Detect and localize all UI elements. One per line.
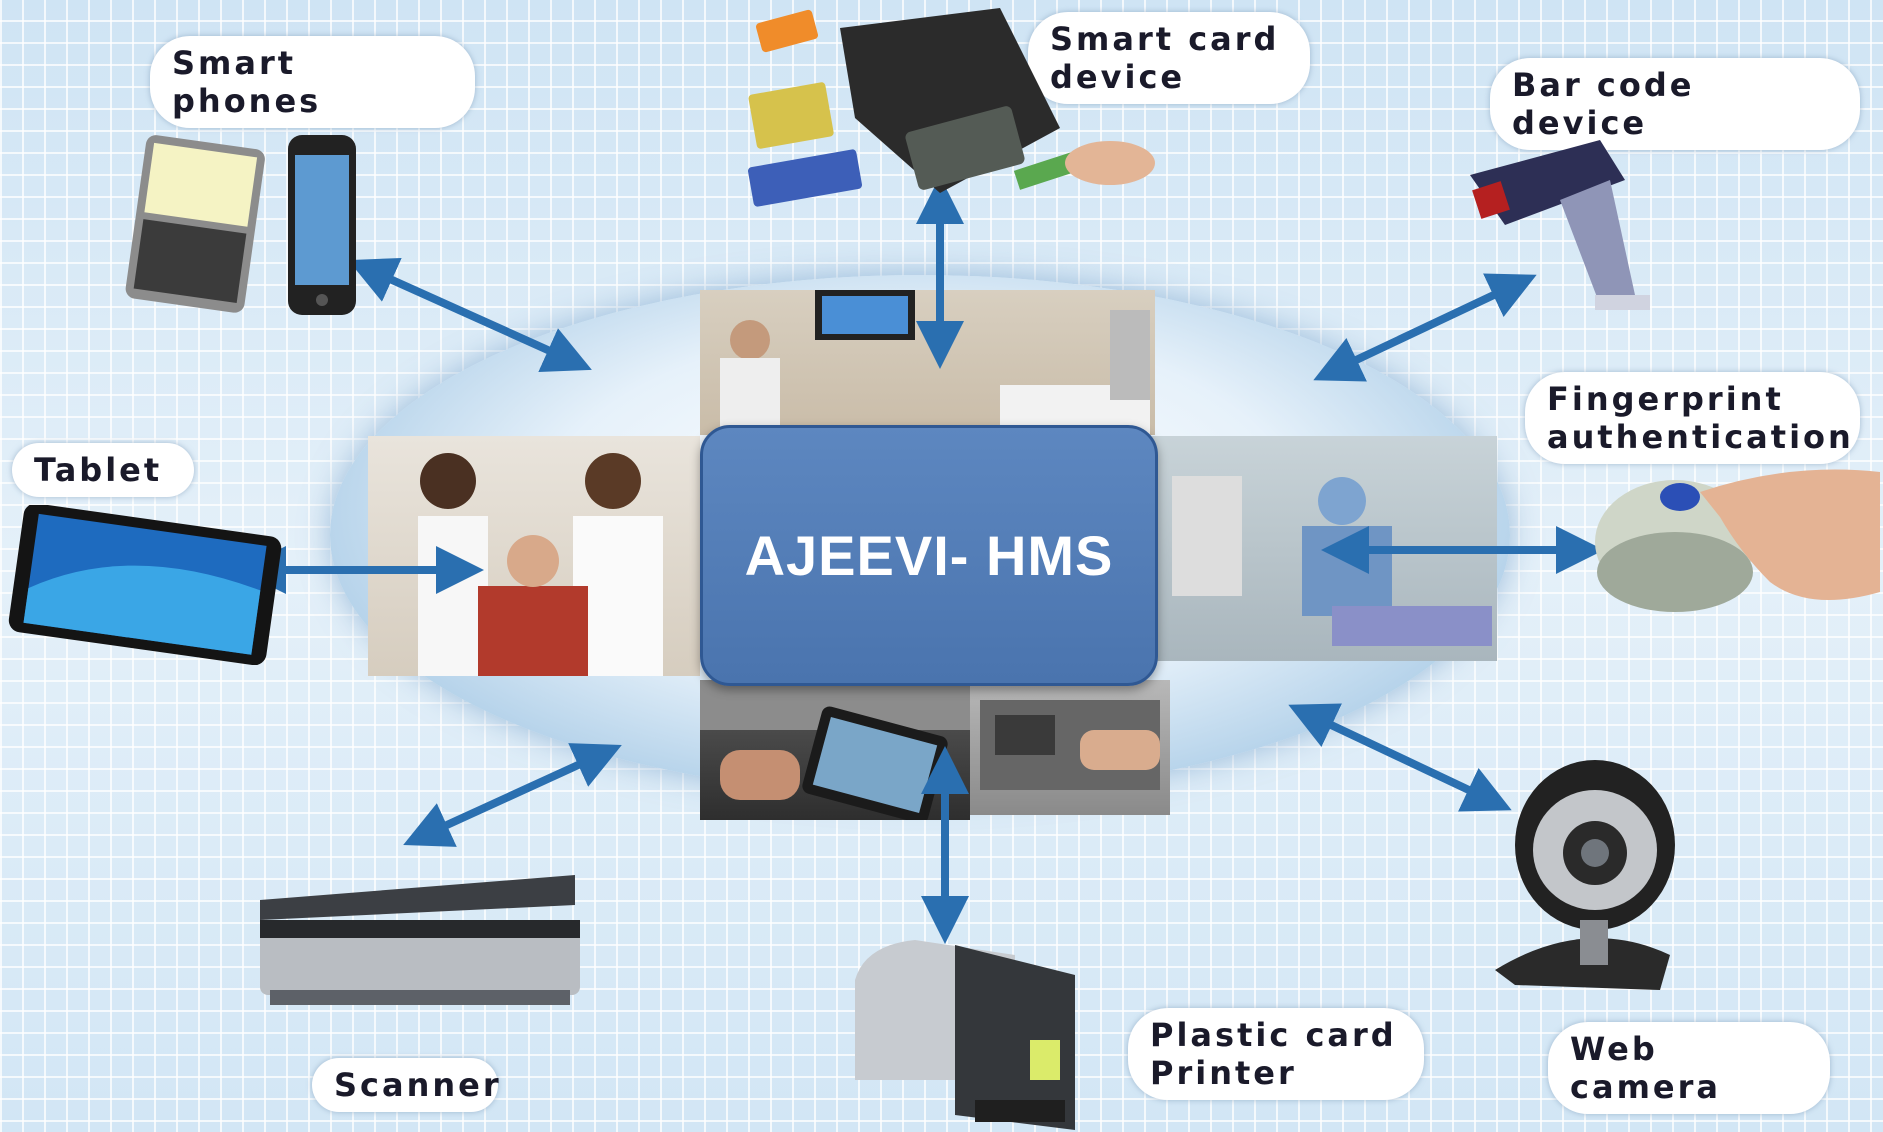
label-bar-code: Bar code device xyxy=(1490,58,1860,150)
label-smart-card: Smart card device xyxy=(1028,12,1310,104)
arrow-web-camera xyxy=(1288,703,1512,812)
arrow-smart-phones xyxy=(348,257,592,373)
label-fingerprint: Fingerprint authentication xyxy=(1525,372,1860,464)
flatbed-scanner-icon xyxy=(260,875,580,1005)
webcam-icon xyxy=(1495,760,1675,990)
label-web-camera: Web camera xyxy=(1548,1022,1830,1114)
photo-lab-equipment xyxy=(970,680,1170,815)
arrow-scanner xyxy=(403,743,622,847)
tablet-icon xyxy=(8,505,282,665)
barcode-scanner-icon xyxy=(1470,140,1650,310)
arrow-bar-code xyxy=(1313,273,1537,382)
smart-card-reader-icon xyxy=(747,8,1155,207)
label-scanner: Scanner xyxy=(312,1058,499,1112)
label-plastic-card-printer: Plastic card Printer xyxy=(1128,1008,1424,1100)
smartphone-icon xyxy=(125,135,356,315)
label-tablet: Tablet xyxy=(12,443,194,497)
label-smart-phones: Smart phones xyxy=(150,36,475,128)
card-printer-icon xyxy=(855,940,1075,1130)
center-title: AJEEVI- HMS xyxy=(744,524,1114,587)
fingerprint-scanner-icon xyxy=(1595,469,1880,612)
ajeevi-hms-center[interactable]: AJEEVI- HMS xyxy=(700,425,1158,686)
